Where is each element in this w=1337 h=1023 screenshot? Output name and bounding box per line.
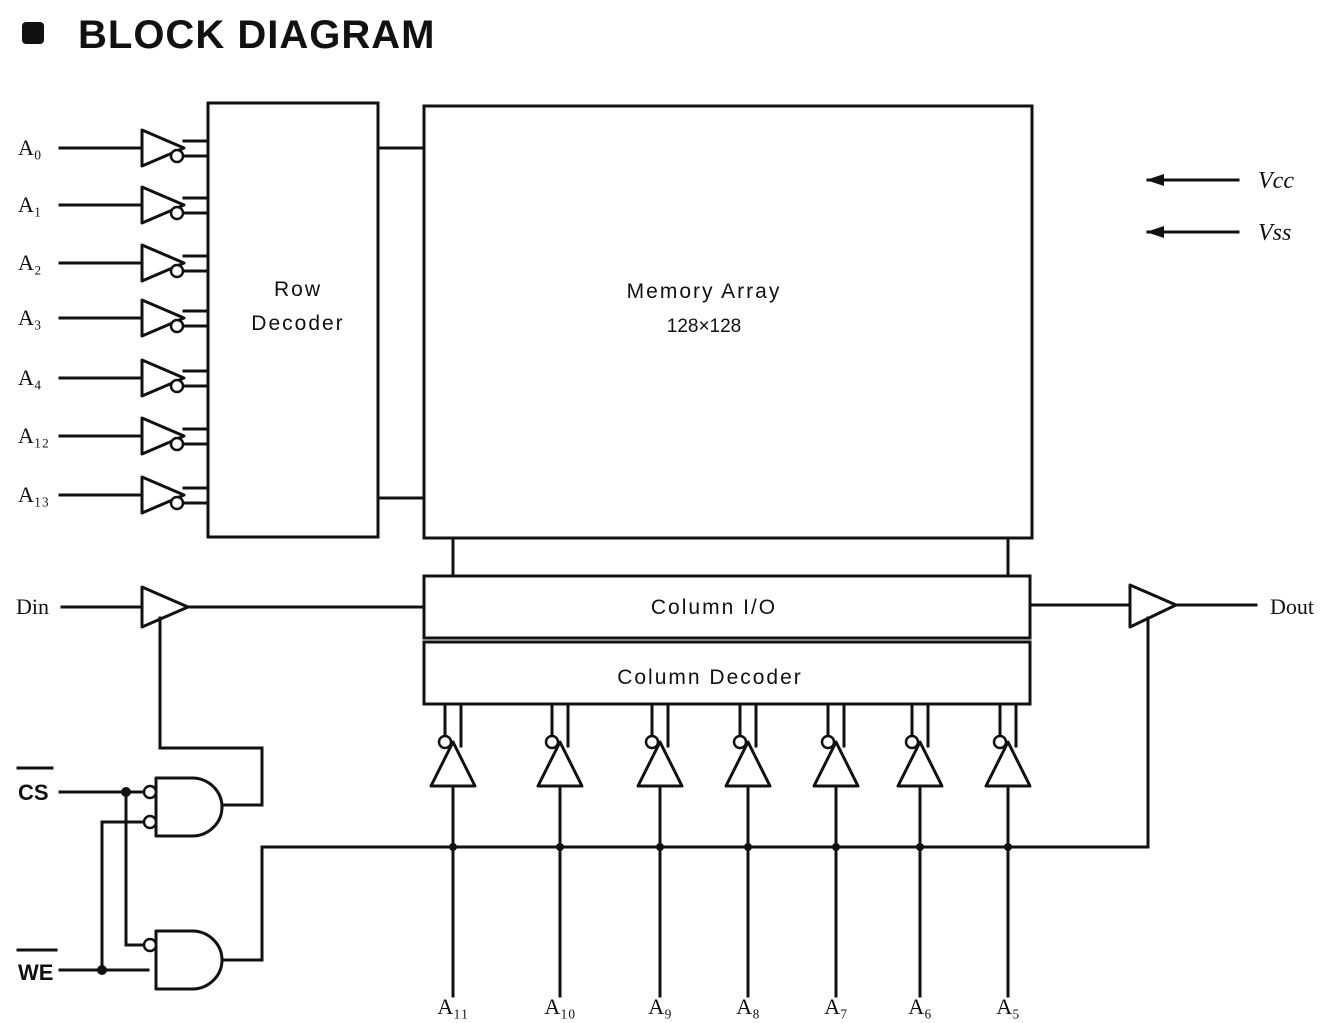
- din-enable-wire: [158, 616, 264, 807]
- column-input-stage: A₉: [636, 702, 684, 1019]
- column-input-stage: A₁₀: [536, 702, 584, 1019]
- column-decoder-label: Column Decoder: [617, 666, 803, 689]
- din-buffer-icon: [140, 585, 190, 629]
- we-label: WE: [18, 960, 53, 985]
- vss-label: Vss: [1258, 220, 1291, 246]
- column-buffer-icon: [984, 740, 1032, 788]
- row-decoder-label-line1: Row: [274, 278, 322, 301]
- row-input-label: A₁₃: [18, 482, 49, 507]
- column-buffer-icon: [536, 740, 584, 788]
- and-gate-2-icon: [154, 929, 224, 991]
- gate-1-input-bubble-a: [142, 784, 158, 800]
- column-buffer-icon: [724, 740, 772, 788]
- row-input-label: A₁: [18, 192, 42, 217]
- row-buffer-icon: [140, 358, 186, 398]
- row-inverter-bubble-icon: [169, 263, 185, 279]
- row-input-label: A₃: [18, 305, 42, 330]
- dout-buffer-icon: [1128, 583, 1178, 629]
- vss-arrow-icon: [1146, 226, 1164, 238]
- vcc-arrow-icon: [1146, 174, 1164, 186]
- column-input-label: A₇: [824, 994, 848, 1019]
- row-input-label: A₄: [18, 365, 42, 390]
- row-input-stage: A₁₃: [18, 475, 210, 515]
- memory-array-label: Memory Array: [627, 280, 782, 303]
- row-buffer-icon: [140, 416, 186, 456]
- row-input-label: A₂: [18, 250, 42, 275]
- row-buffer-icon: [140, 298, 186, 338]
- column-inverter-bubble-icon: [820, 734, 836, 750]
- column-input-label: A₁₁: [437, 994, 468, 1019]
- column-io-block: [422, 574, 1032, 640]
- column-input-stage: A₁₁: [429, 702, 477, 1019]
- column-inverter-bubble-icon: [904, 734, 920, 750]
- row-inverter-bubble-icon: [169, 495, 185, 511]
- row-input-label: A₀: [18, 135, 42, 160]
- row-input-stage: A₀: [18, 128, 210, 168]
- column-address-inputs: A₁₁ A₁₀ A₉ A₈ A₇ A₆ A₅: [429, 702, 1032, 1019]
- column-input-label: A₁₀: [544, 994, 575, 1019]
- column-inverter-bubble-icon: [544, 734, 560, 750]
- row-input-stage: A₁₂: [18, 416, 210, 456]
- vcc-label: Vcc: [1258, 168, 1294, 194]
- column-buffer-icon: [429, 740, 477, 788]
- row-buffer-icon: [140, 243, 186, 283]
- memory-array-size: 128×128: [667, 316, 742, 337]
- we-to-gate1-wire: [100, 820, 150, 972]
- dout-enable-wire: [220, 616, 1150, 962]
- dout-label: Dout: [1270, 594, 1314, 619]
- row-inverter-bubble-icon: [169, 378, 185, 394]
- row-inverter-bubble-icon: [169, 318, 185, 334]
- din-label: Din: [16, 594, 49, 619]
- column-inverter-bubble-icon: [992, 734, 1008, 750]
- memory-array-block: [422, 104, 1034, 540]
- column-input-stage: A₈: [724, 702, 772, 1019]
- column-input-stage: A₆: [896, 702, 944, 1019]
- row-inverter-bubble-icon: [169, 436, 185, 452]
- column-buffer-icon: [896, 740, 944, 788]
- row-buffer-icon: [140, 185, 186, 225]
- row-inverter-bubble-icon: [169, 205, 185, 221]
- row-input-label: A₁₂: [18, 423, 49, 448]
- column-input-label: A₅: [996, 994, 1020, 1019]
- row-input-stage: A₃: [18, 298, 210, 338]
- diagram-title: BLOCK DIAGRAM: [78, 13, 435, 57]
- column-input-stage: A₅: [984, 702, 1032, 1019]
- column-buffer-icon: [636, 740, 684, 788]
- column-input-stage: A₇: [812, 702, 860, 1019]
- column-input-label: A₆: [908, 994, 932, 1019]
- row-input-stage: A₄: [18, 358, 210, 398]
- gate-2-input-bubble: [142, 937, 158, 953]
- row-inverter-bubble-icon: [169, 148, 185, 164]
- column-inverter-bubble-icon: [644, 734, 660, 750]
- title-bullet-icon: [22, 22, 44, 44]
- and-gate-1-icon: [154, 776, 224, 838]
- column-inverter-bubble-icon: [732, 734, 748, 750]
- row-decoder-label-line2: Decoder: [251, 312, 344, 335]
- cs-to-gate2-wire: [124, 790, 150, 947]
- column-decoder-block: [422, 640, 1032, 706]
- row-address-inputs: A₀ A₁ A₂ A₃ A₄ A₁₂ A₁₃: [18, 128, 210, 515]
- column-inverter-bubble-icon: [437, 734, 453, 750]
- row-buffer-icon: [140, 475, 186, 515]
- column-buffer-icon: [812, 740, 860, 788]
- column-input-label: A₉: [648, 994, 672, 1019]
- gate-1-input-bubble-b: [142, 814, 158, 830]
- row-decoder-block: [206, 101, 380, 539]
- column-input-label: A₈: [736, 994, 760, 1019]
- row-buffer-icon: [140, 128, 186, 168]
- cs-label: CS: [18, 780, 49, 805]
- row-input-stage: A₁: [18, 185, 210, 225]
- column-io-label: Column I/O: [651, 596, 777, 619]
- row-input-stage: A₂: [18, 243, 210, 283]
